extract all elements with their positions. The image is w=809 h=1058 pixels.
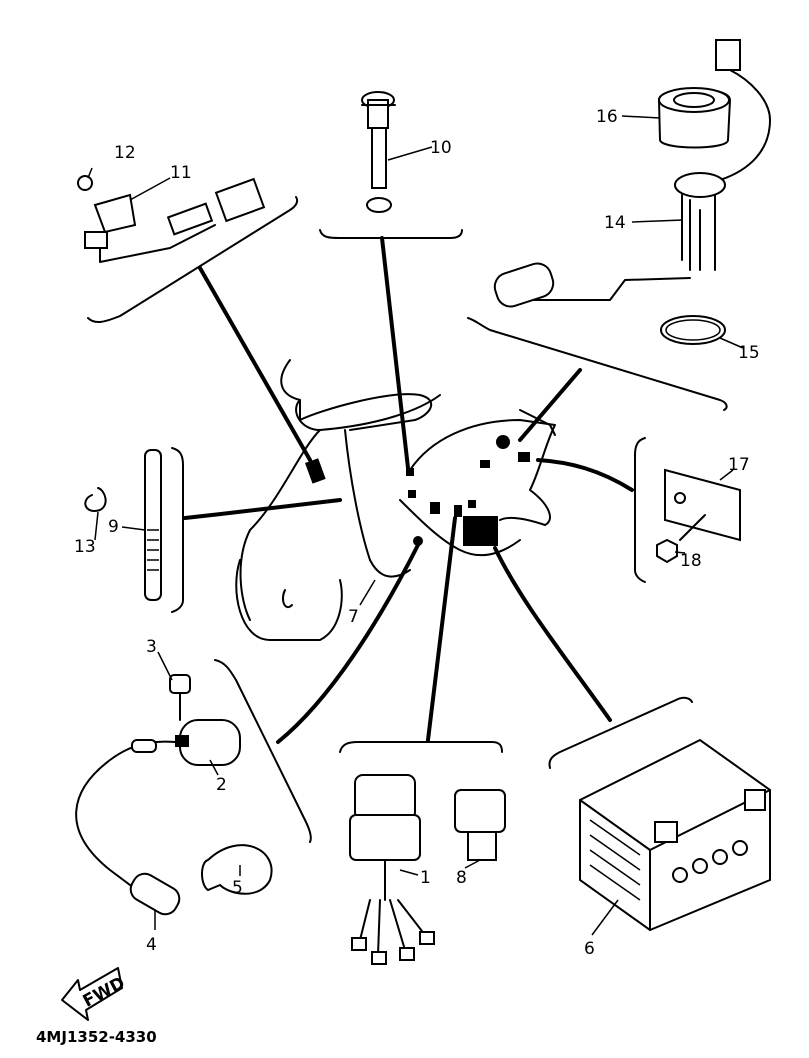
- part-8-relay: [454, 789, 506, 861]
- part-2-ignition-coil: [75, 674, 273, 916]
- callout-3: 3: [146, 637, 157, 657]
- callout-14: 14: [604, 213, 626, 233]
- callout-10: 10: [430, 138, 452, 158]
- callout-pointers: [87, 115, 744, 936]
- part-9-cable-tie: [84, 449, 162, 601]
- callout-18: 18: [680, 551, 702, 571]
- callout-5: 5: [232, 878, 243, 898]
- scooter-body: [235, 359, 556, 641]
- part-10-sensor: [361, 91, 396, 213]
- callout-labels: 12 11 10 16 14 15 13 9 17 18 7 3 2 1 8 6…: [74, 107, 760, 959]
- part-1-cdi-unit: [349, 774, 435, 965]
- part-code: 4MJ1352-4330: [36, 1028, 157, 1046]
- callout-2: 2: [216, 775, 227, 795]
- callout-8: 8: [456, 868, 467, 888]
- fwd-arrow-icon: FWD: [61, 967, 129, 1021]
- callout-9: 9: [108, 517, 119, 537]
- callout-12: 12: [114, 143, 136, 163]
- callout-16: 16: [596, 107, 618, 127]
- callout-15: 15: [738, 343, 760, 363]
- part-17-plate: [656, 468, 741, 564]
- callout-4: 4: [146, 935, 157, 955]
- callout-6: 6: [584, 939, 595, 959]
- group-brackets: [87, 196, 728, 843]
- leader-lines: [183, 236, 634, 744]
- part-14-fuel-sender: [493, 39, 771, 345]
- callout-1: 1: [420, 868, 431, 888]
- part-6-battery: [579, 738, 771, 932]
- callout-13: 13: [74, 537, 96, 557]
- part-11-switch: [77, 175, 266, 263]
- fwd-label: FWD: [80, 973, 129, 1012]
- callout-17: 17: [728, 455, 750, 475]
- callout-7: 7: [348, 607, 359, 627]
- callout-11: 11: [170, 163, 192, 183]
